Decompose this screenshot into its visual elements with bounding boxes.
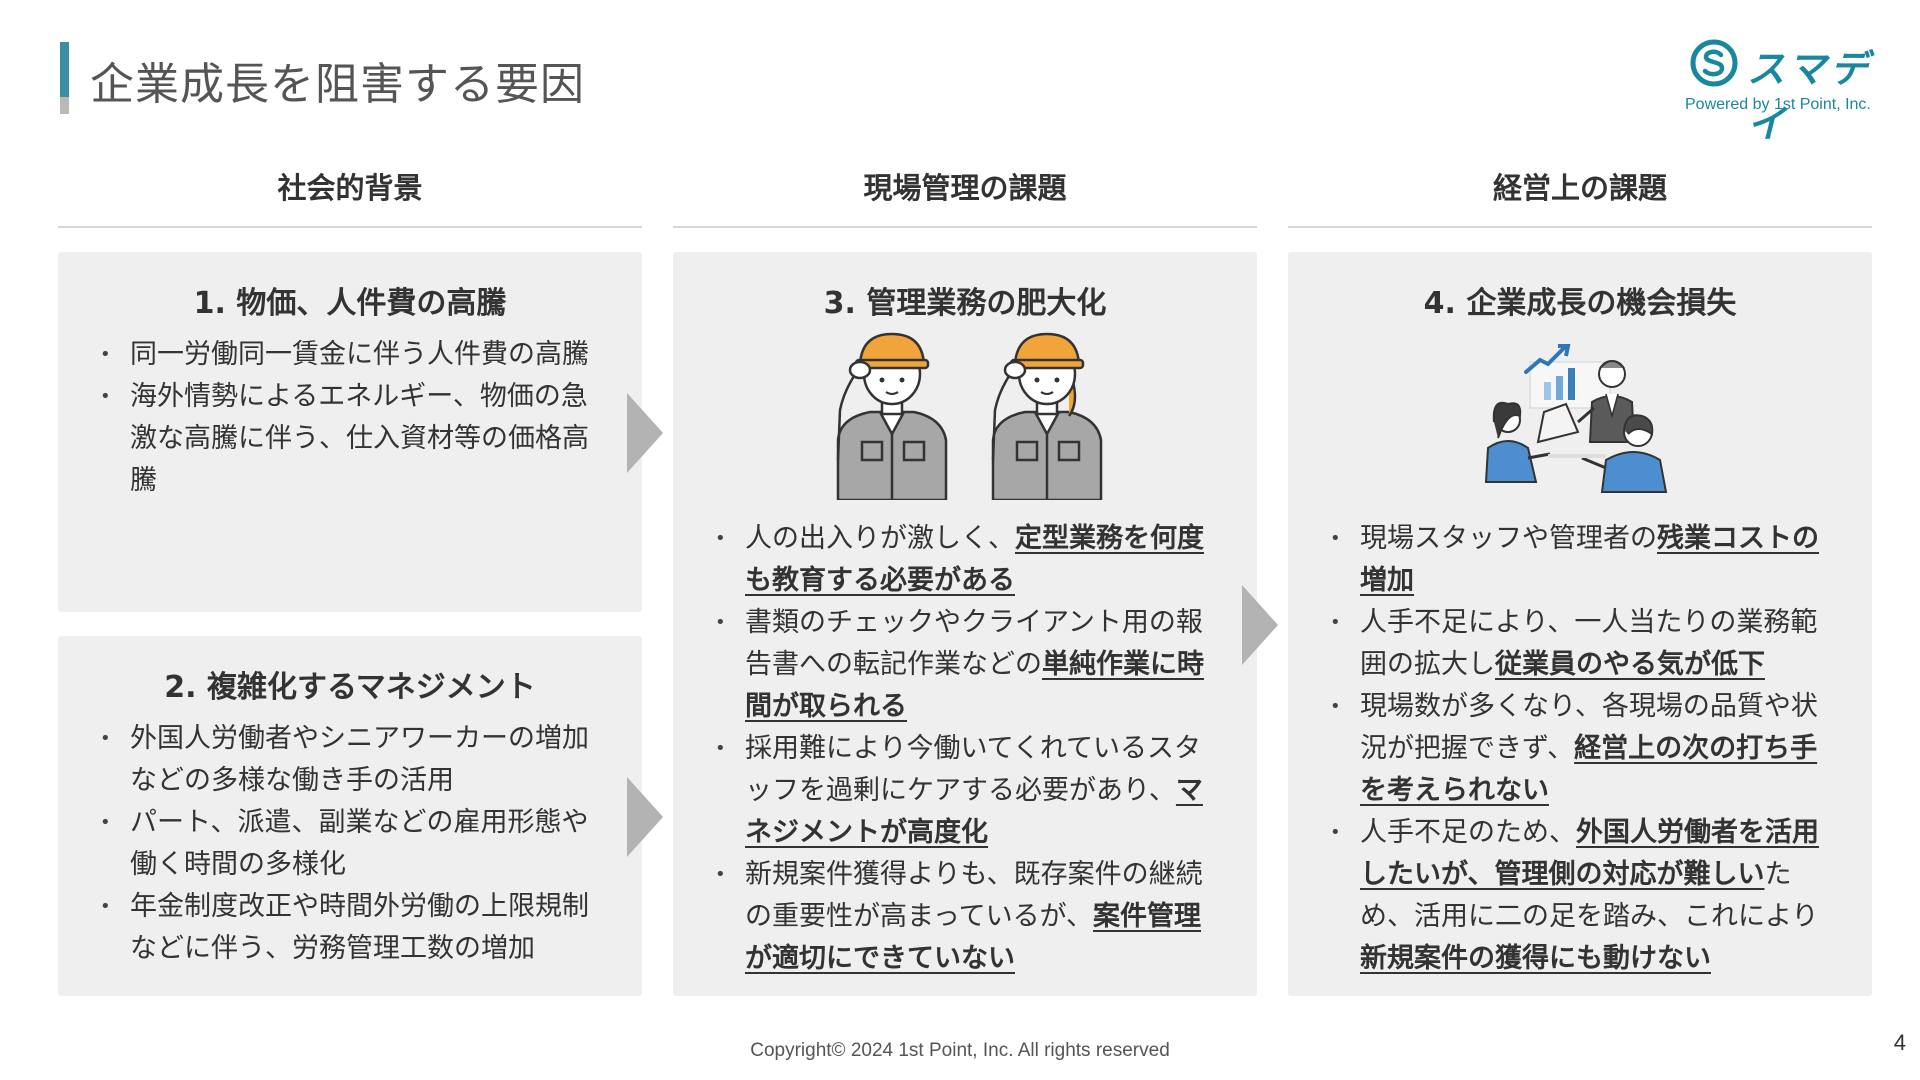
card-complex-management: 2. 複雑化するマネジメント 外国人労働者やシニアワーカーの増加などの多様な働き… bbox=[58, 636, 642, 996]
bullet-item: 年金制度改正や時間外労働の上限規制などに伴う、労務管理工数の増加 bbox=[100, 886, 590, 970]
bullet-text: 現場数が多くなり、各現場の品質や状況が把握できず、 bbox=[1360, 691, 1818, 764]
column-header-management: 経営上の課題 bbox=[1492, 171, 1667, 205]
column-divider bbox=[673, 226, 1257, 228]
bullet-item: 人の出入りが激しく、定型業務を何度も教育する必要がある bbox=[715, 518, 1205, 602]
bullet-text: 人の出入りが激しく、 bbox=[745, 523, 1015, 554]
bullet-item: 外国人労働者やシニアワーカーの増加などの多様な働き手の活用 bbox=[100, 718, 590, 802]
bullet-text: 現場スタッフや管理者の bbox=[1360, 523, 1657, 554]
bullet-text: 新規案件獲得よりも、既存案件の継続の重要性が高まっているが、 bbox=[745, 859, 1203, 932]
copyright-footer: Copyright© 2024 1st Point, Inc. All righ… bbox=[750, 1040, 1170, 1061]
bullet-item: 現場スタッフや管理者の残業コストの増加 bbox=[1330, 518, 1820, 602]
bullet-item: 書類のチェックやクライアント用の報告書への転記作業などの単純作業に時間が取られる bbox=[715, 602, 1205, 728]
page-title: 企業成長を阻害する要因 bbox=[90, 59, 585, 110]
bullet-text: 年金制度改正や時間外労働の上限規制などに伴う、労務管理工数の増加 bbox=[130, 891, 589, 964]
column-header-social: 社会的背景 bbox=[277, 171, 423, 205]
arrow-right-icon bbox=[627, 393, 663, 473]
bullet-text: 外国人労働者やシニアワーカーの増加などの多様な働き手の活用 bbox=[130, 723, 589, 796]
title-accent-bar bbox=[60, 42, 69, 114]
bullet-item: パート、派遣、副業などの雇用形態や働く時間の多様化 bbox=[100, 802, 590, 886]
emphasized-text: マネジメントが高度化 bbox=[745, 775, 1203, 848]
bullet-item: 新規案件獲得よりも、既存案件の継続の重要性が高まっているが、案件管理が適切にでき… bbox=[715, 854, 1205, 980]
bullet-text: 人手不足により、一人当たりの業務範囲の拡大し bbox=[1360, 607, 1818, 680]
column-header-field: 現場管理の課題 bbox=[863, 171, 1067, 205]
emphasized-text: 定型業務を何度も教育する必要がある bbox=[745, 523, 1204, 596]
arrow-right-icon bbox=[627, 777, 663, 857]
card-title: 4. 企業成長の機会損失 bbox=[1423, 286, 1737, 321]
page-number: 4 bbox=[1893, 1030, 1906, 1055]
card-rising-costs: 1. 物価、人件費の高騰 同一労働同一賃金に伴う人件費の高騰海外情勢によるエネル… bbox=[58, 252, 642, 612]
bullet-item: 現場数が多くなり、各現場の品質や状況が把握できず、経営上の次の打ち手を考えられな… bbox=[1330, 686, 1820, 812]
bullet-item: 人手不足により、一人当たりの業務範囲の拡大し従業員のやる気が低下 bbox=[1330, 602, 1820, 686]
workers-illustration-icon bbox=[836, 332, 1103, 500]
bullet-text: 書類のチェックやクライアント用の報告書への転記作業などの bbox=[745, 607, 1203, 680]
card-admin-bloat: 3. 管理業務の肥大化 bbox=[673, 252, 1257, 996]
column-divider bbox=[58, 226, 642, 228]
card-title: 1. 物価、人件費の高騰 bbox=[193, 286, 507, 321]
card-lost-opportunity: 4. 企業成長の機会損失 現場スタッフや管理者の残業コストの増加人手不足により、… bbox=[1288, 252, 1872, 996]
bullet-item: 採用難により今働いてくれているスタッフを過剰にケアする必要があり、マネジメントが… bbox=[715, 728, 1205, 854]
bullet-item: 同一労働同一賃金に伴う人件費の高騰 bbox=[100, 334, 590, 376]
emphasized-text: 従業員のやる気が低下 bbox=[1495, 649, 1765, 680]
bullet-list: 外国人労働者やシニアワーカーの増加などの多様な働き手の活用パート、派遣、副業など… bbox=[100, 718, 590, 970]
business-meeting-illustration-icon bbox=[1484, 344, 1668, 493]
card-title: 2. 複雑化するマネジメント bbox=[164, 670, 536, 705]
bullet-text: 海外情勢によるエネルギー、物価の急激な高騰に伴う、仕入資材等の価格高騰 bbox=[130, 381, 589, 496]
bullet-list: 現場スタッフや管理者の残業コストの増加人手不足により、一人当たりの業務範囲の拡大… bbox=[1330, 518, 1820, 980]
emphasized-text: 経営上の次の打ち手を考えられない bbox=[1360, 733, 1818, 806]
bullet-text: 人手不足のため、 bbox=[1360, 817, 1576, 848]
bullet-text: パート、派遣、副業などの雇用形態や働く時間の多様化 bbox=[130, 807, 589, 880]
bullet-text: 同一労働同一賃金に伴う人件費の高騰 bbox=[130, 339, 589, 370]
logo-name: スマデイ bbox=[1747, 47, 1872, 146]
card-title: 3. 管理業務の肥大化 bbox=[823, 286, 1107, 321]
emphasized-text: 外国人労働者を活用したいが、管理側の対応が難しい bbox=[1360, 817, 1819, 890]
column-divider bbox=[1288, 226, 1872, 228]
emphasized-text: 新規案件の獲得にも動けない bbox=[1360, 943, 1711, 974]
bullet-text: 採用難により今働いてくれているスタッフを過剰にケアする必要があり、 bbox=[745, 733, 1202, 806]
arrow-right-icon bbox=[1242, 585, 1278, 665]
bullet-item: 人手不足のため、外国人労働者を活用したいが、管理側の対応が難しいため、活用に二の… bbox=[1330, 812, 1820, 980]
bullet-list: 人の出入りが激しく、定型業務を何度も教育する必要がある書類のチェックやクライアン… bbox=[715, 518, 1205, 980]
emphasized-text: 案件管理が適切にできていない bbox=[745, 901, 1202, 974]
emphasized-text: 残業コストの増加 bbox=[1360, 523, 1819, 596]
bullet-item: 海外情勢によるエネルギー、物価の急激な高騰に伴う、仕入資材等の価格高騰 bbox=[100, 376, 590, 502]
logo-tagline: Powered by 1st Point, Inc. bbox=[1685, 96, 1871, 113]
logo-s-icon bbox=[1690, 39, 1738, 87]
logo: スマデイ Powered by 1st Point, Inc. bbox=[1685, 36, 1883, 146]
bullet-list: 同一労働同一賃金に伴う人件費の高騰海外情勢によるエネルギー、物価の急激な高騰に伴… bbox=[100, 334, 590, 502]
bullet-text: ため、活用に二の足を踏み、これにより bbox=[1360, 859, 1819, 932]
emphasized-text: 単純作業に時間が取られる bbox=[745, 649, 1204, 722]
